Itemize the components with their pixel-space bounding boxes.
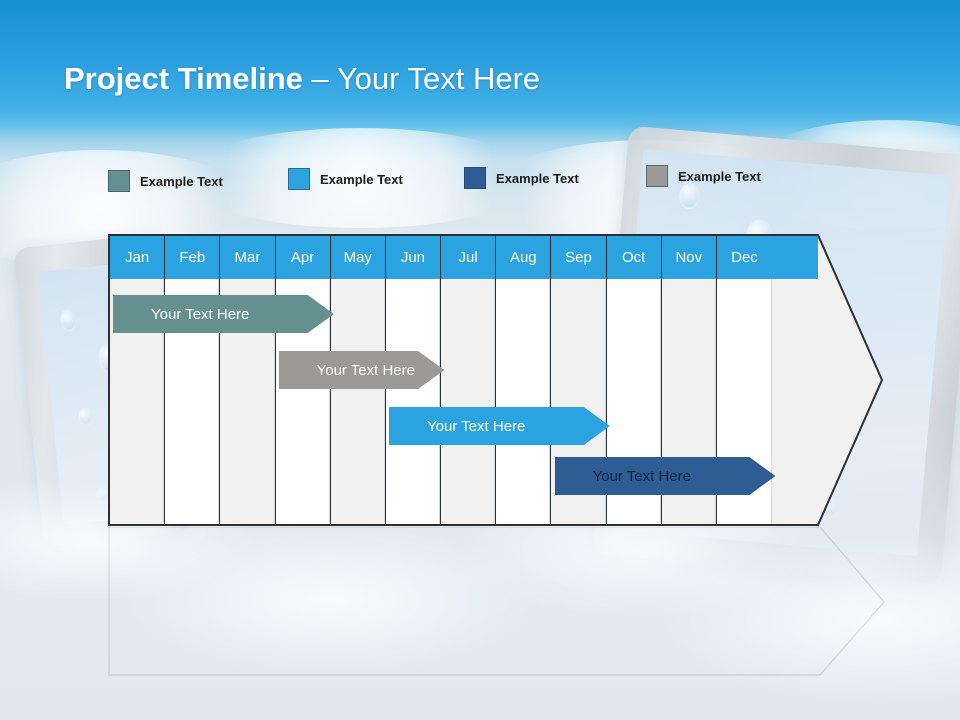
task-bar-4[interactable]: Your Text Here (555, 457, 776, 495)
month-header-sep[interactable]: Sep (551, 236, 606, 279)
header-strip-extension (770, 236, 818, 279)
month-header-jun[interactable]: Jun (385, 236, 441, 279)
month-header-may[interactable]: May (330, 236, 385, 279)
month-column-body (385, 279, 441, 524)
title-bold: Project Timeline (64, 61, 303, 96)
legend-label: Example Text (678, 168, 761, 184)
month-header-dec[interactable]: Dec (716, 236, 773, 279)
month-column-body (496, 279, 551, 524)
month-column-feb: Feb (165, 236, 221, 524)
month-column-jul: Jul (441, 236, 497, 524)
legend-swatch-icon (464, 167, 486, 189)
task-bar-label: Your Text Here (151, 305, 250, 323)
task-bar-label: Your Text Here (427, 417, 526, 435)
task-bar-3[interactable]: Your Text Here (389, 407, 610, 445)
legend-label: Example Text (496, 170, 579, 186)
title-light: – Your Text Here (302, 61, 541, 96)
legend-swatch-icon (288, 168, 310, 190)
legend-item-2[interactable]: Example Text (288, 168, 403, 190)
month-column-mar: Mar (220, 236, 276, 524)
legend-label: Example Text (320, 171, 403, 187)
month-header-apr[interactable]: Apr (275, 236, 330, 279)
month-header-aug[interactable]: Aug (496, 236, 551, 279)
month-header-jul[interactable]: Jul (441, 236, 496, 279)
task-bar-2[interactable]: Your Text Here (279, 351, 445, 389)
legend-item-1[interactable]: Example Text (108, 170, 223, 192)
legend-item-4[interactable]: Example Text (646, 165, 761, 187)
month-column-may: May (330, 236, 386, 524)
month-column-jan: Jan (110, 236, 166, 524)
legend-item-3[interactable]: Example Text (464, 167, 579, 189)
task-bar-label: Your Text Here (316, 361, 415, 379)
legend-swatch-icon (646, 165, 668, 187)
legend-label: Example Text (140, 173, 223, 189)
month-header-mar[interactable]: Mar (220, 236, 275, 279)
task-bar-1[interactable]: Your Text Here (113, 295, 334, 333)
legend-swatch-icon (108, 170, 130, 192)
month-header-nov[interactable]: Nov (661, 236, 716, 279)
month-column-aug: Aug (496, 236, 552, 524)
month-column-body (330, 279, 385, 524)
month-column-jun: Jun (385, 236, 442, 524)
month-header-oct[interactable]: Oct (606, 236, 661, 279)
month-column-body (441, 279, 496, 524)
month-header-feb[interactable]: Feb (165, 236, 220, 279)
month-header-jan[interactable]: Jan (110, 236, 165, 279)
task-bar-label: Your Text Here (592, 467, 691, 485)
page-title: Project Timeline – Your Text Here (64, 58, 540, 100)
